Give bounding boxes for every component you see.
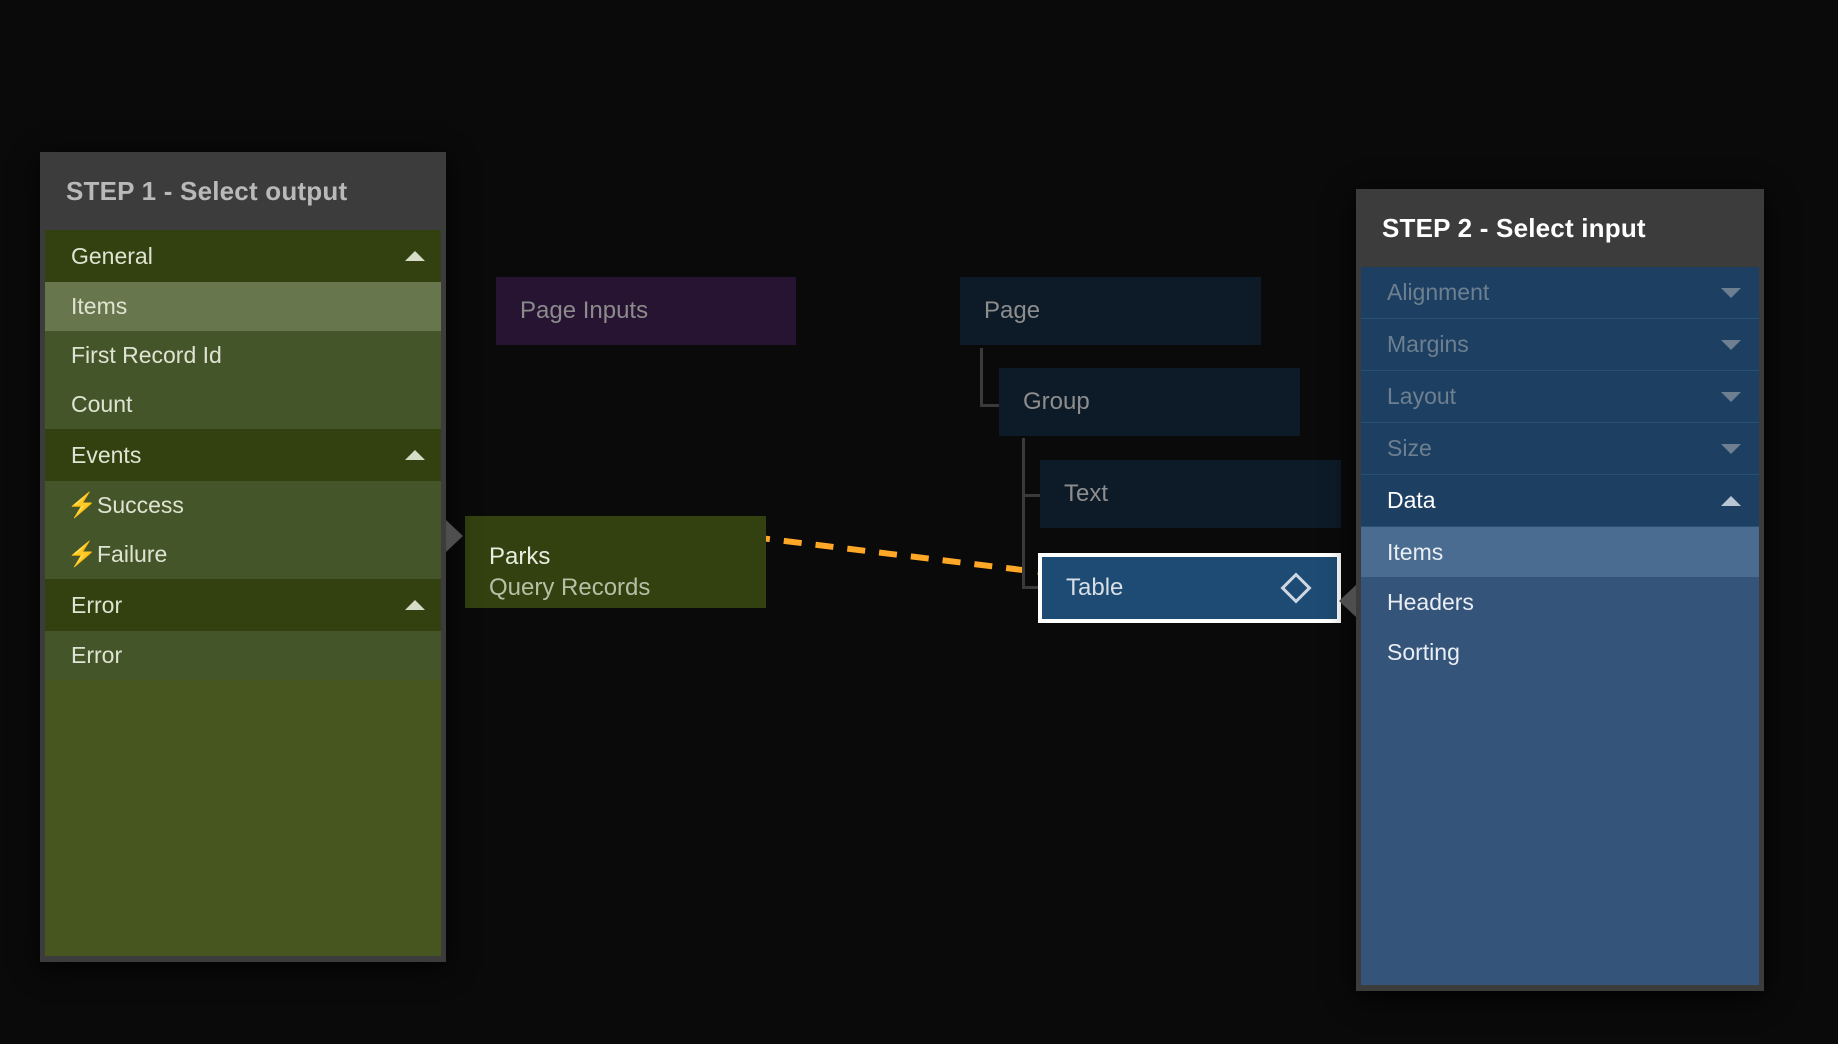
node-group-label: Group bbox=[1023, 388, 1090, 416]
node-table[interactable]: Table bbox=[1038, 553, 1341, 623]
section-header-error[interactable]: Error bbox=[45, 579, 441, 631]
section-header-general[interactable]: General bbox=[45, 230, 441, 282]
list-item-first-record-id[interactable]: First Record Id bbox=[45, 331, 441, 380]
list-item-label: First Record Id bbox=[71, 342, 222, 369]
list-item-items[interactable]: Items bbox=[45, 282, 441, 331]
list-item-failure[interactable]: ⚡ Failure bbox=[45, 530, 441, 579]
list-item-label: Sorting bbox=[1387, 639, 1460, 666]
step2-list[interactable]: Alignment Margins Layout Size Data Items bbox=[1361, 267, 1759, 985]
section-label: Data bbox=[1387, 487, 1436, 514]
chevron-down-icon[interactable] bbox=[1721, 288, 1741, 298]
node-parks-title: Parks bbox=[489, 542, 742, 572]
section-label: Size bbox=[1387, 435, 1432, 462]
list-item-headers[interactable]: Headers bbox=[1361, 577, 1759, 627]
chevron-up-icon[interactable] bbox=[1721, 496, 1741, 506]
section-header-margins[interactable]: Margins bbox=[1361, 319, 1759, 371]
step1-panel: STEP 1 - Select output General Items Fir… bbox=[40, 152, 446, 962]
node-parks[interactable]: Parks Query Records bbox=[465, 516, 766, 608]
list-item-error[interactable]: Error bbox=[45, 631, 441, 680]
section-header-size[interactable]: Size bbox=[1361, 423, 1759, 475]
chevron-down-icon[interactable] bbox=[1721, 392, 1741, 402]
step1-list[interactable]: General Items First Record Id Count Even… bbox=[45, 230, 441, 956]
list-item-success[interactable]: ⚡ Success bbox=[45, 481, 441, 530]
list-item-label: Headers bbox=[1387, 589, 1474, 616]
chevron-up-icon[interactable] bbox=[405, 450, 425, 460]
list-item-label: Items bbox=[1387, 539, 1443, 566]
step2-panel: STEP 2 - Select input Alignment Margins … bbox=[1356, 189, 1764, 991]
section-label: Error bbox=[71, 592, 122, 619]
list-item-label: Items bbox=[71, 293, 127, 320]
list-item-items[interactable]: Items bbox=[1361, 527, 1759, 577]
section-label: Events bbox=[71, 442, 141, 469]
node-page-inputs[interactable]: Page Inputs bbox=[496, 277, 796, 345]
section-header-events[interactable]: Events bbox=[45, 429, 441, 481]
node-group[interactable]: Group bbox=[999, 368, 1300, 436]
node-table-label: Table bbox=[1066, 574, 1123, 602]
list-item-label: Count bbox=[71, 391, 132, 418]
node-page-inputs-label: Page Inputs bbox=[520, 297, 648, 325]
chevron-up-icon[interactable] bbox=[405, 251, 425, 261]
node-parks-subtitle: Query Records bbox=[489, 572, 742, 604]
section-header-alignment[interactable]: Alignment bbox=[1361, 267, 1759, 319]
step1-title: STEP 1 - Select output bbox=[40, 152, 446, 230]
node-text-label: Text bbox=[1064, 480, 1108, 508]
node-text[interactable]: Text bbox=[1040, 460, 1341, 528]
tree-connector bbox=[980, 348, 983, 407]
section-header-layout[interactable]: Layout bbox=[1361, 371, 1759, 423]
chevron-up-icon[interactable] bbox=[405, 600, 425, 610]
chevron-down-icon[interactable] bbox=[1721, 444, 1741, 454]
step2-edge-pointer-icon bbox=[1339, 585, 1356, 617]
list-item-label: Failure bbox=[97, 541, 167, 568]
section-label: Margins bbox=[1387, 331, 1469, 358]
tree-connector bbox=[1022, 438, 1025, 588]
step1-edge-pointer-icon bbox=[446, 520, 463, 552]
list-item-label: Error bbox=[71, 642, 122, 669]
node-page-label: Page bbox=[984, 297, 1040, 325]
bolt-icon: ⚡ bbox=[67, 543, 85, 567]
section-label: Layout bbox=[1387, 383, 1456, 410]
step2-title: STEP 2 - Select input bbox=[1356, 189, 1764, 267]
diamond-icon bbox=[1280, 572, 1311, 603]
chevron-down-icon[interactable] bbox=[1721, 340, 1741, 350]
node-page[interactable]: Page bbox=[960, 277, 1261, 345]
section-label: Alignment bbox=[1387, 279, 1489, 306]
bolt-icon: ⚡ bbox=[67, 494, 85, 518]
list-item-sorting[interactable]: Sorting bbox=[1361, 627, 1759, 677]
section-header-data[interactable]: Data bbox=[1361, 475, 1759, 527]
section-label: General bbox=[71, 243, 153, 270]
list-item-label: Success bbox=[97, 492, 184, 519]
list-item-count[interactable]: Count bbox=[45, 380, 441, 429]
